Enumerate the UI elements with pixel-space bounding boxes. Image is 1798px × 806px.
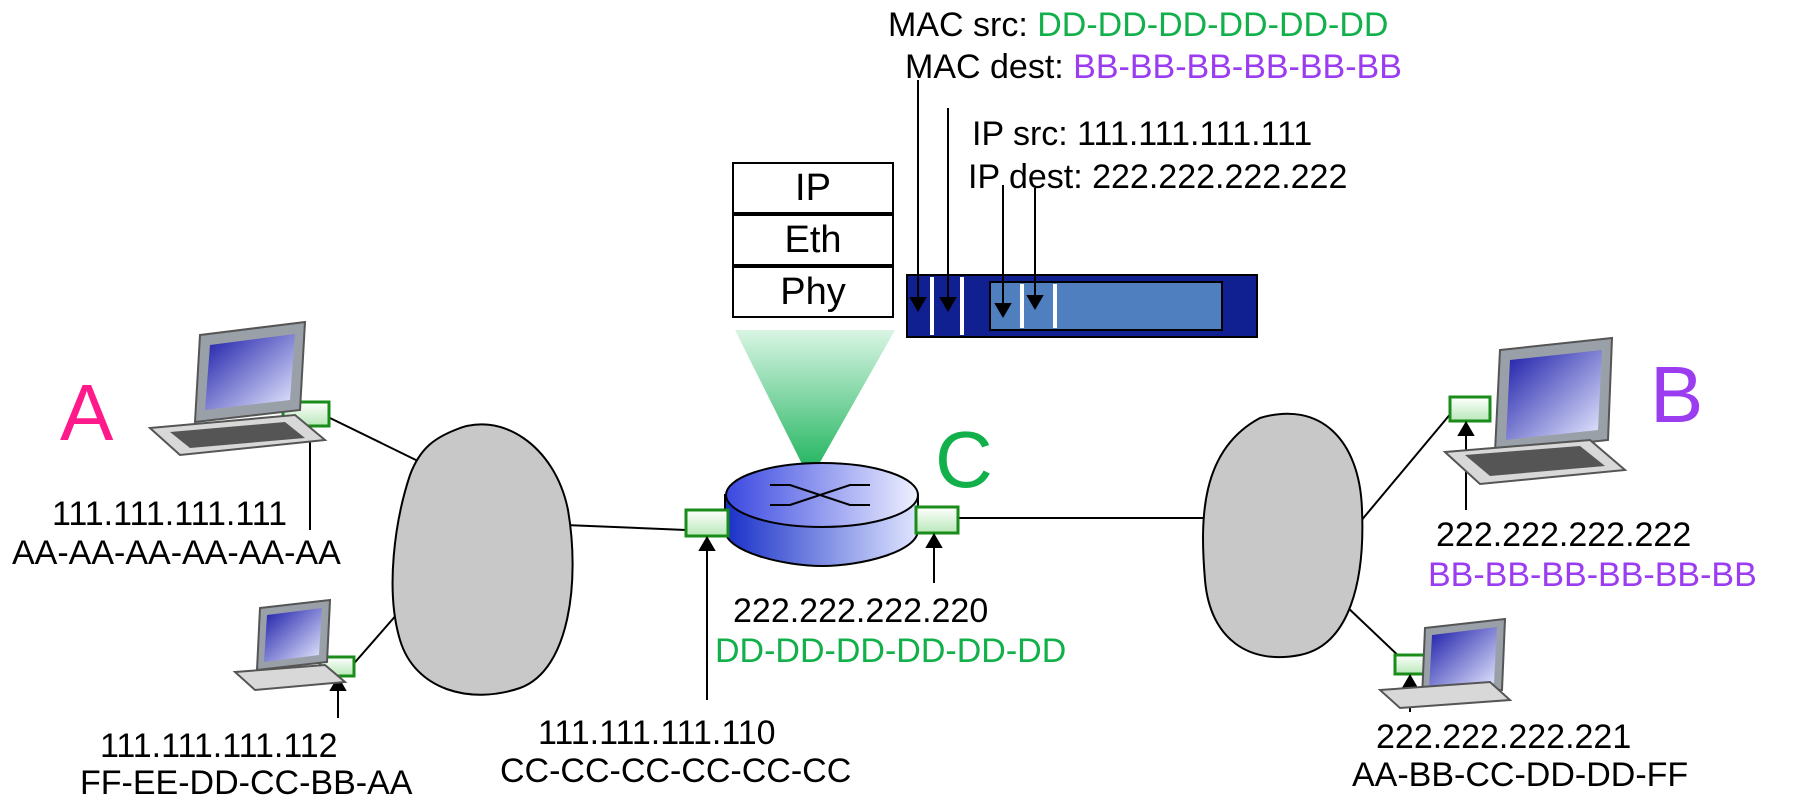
mac-src-value: DD-DD-DD-DD-DD-DD <box>1037 6 1389 44</box>
mac-src-label: MAC src: <box>888 6 1038 44</box>
host-b-ip: 222.222.222.222 <box>1436 516 1692 554</box>
right-subnet-cloud <box>1202 412 1364 659</box>
host-a2-computer-icon <box>232 598 348 692</box>
host-b2-computer-icon <box>1377 617 1513 710</box>
interface-icons <box>281 395 1492 678</box>
frame-field-arrows <box>909 80 1044 318</box>
mac-dest-header: MAC dest: BB-BB-BB-BB-BB-BB <box>905 48 1402 86</box>
stack-layer-eth: Eth <box>732 214 894 266</box>
host-b-letter: B <box>1650 350 1704 439</box>
stack-layer-ip: IP <box>732 162 894 214</box>
host-a-letter: A <box>60 368 114 457</box>
router-left-mac: CC-CC-CC-CC-CC-CC <box>500 752 852 790</box>
left-subnet-cloud <box>391 423 574 696</box>
mac-dest-label: MAC dest: <box>905 48 1074 86</box>
host-a-mac: AA-AA-AA-AA-AA-AA <box>12 534 341 572</box>
router-right-ip: 222.222.222.220 <box>733 592 989 630</box>
router-icon <box>724 462 919 568</box>
router-right-mac: DD-DD-DD-DD-DD-DD <box>715 632 1067 670</box>
host-a2-ip: 111.111.111.112 <box>100 727 338 765</box>
router-left-ip: 111.111.111.110 <box>538 714 776 752</box>
host-b2-ip: 222.222.222.221 <box>1376 718 1632 756</box>
ethernet-frame <box>906 274 1258 338</box>
host-b-computer-icon <box>1442 336 1628 486</box>
stack-layer-phy: Phy <box>732 266 894 318</box>
host-a-computer-icon <box>147 320 328 457</box>
mac-src-header: MAC src: DD-DD-DD-DD-DD-DD <box>888 6 1388 44</box>
host-b2-mac: AA-BB-CC-DD-DD-FF <box>1352 756 1689 794</box>
ip-src-header: IP src: 111.111.111.111 <box>972 115 1313 153</box>
host-b-mac: BB-BB-BB-BB-BB-BB <box>1428 556 1757 594</box>
mac-dest-value: BB-BB-BB-BB-BB-BB <box>1073 48 1402 86</box>
host-a-ip: 111.111.111.111 <box>52 495 288 533</box>
ip-dest-header: IP dest: 222.222.222.222 <box>968 158 1348 196</box>
router-letter: C <box>935 415 993 504</box>
host-a2-mac: FF-EE-DD-CC-BB-AA <box>80 764 413 802</box>
network-links <box>329 411 1453 669</box>
router-stack-callout <box>735 330 895 480</box>
